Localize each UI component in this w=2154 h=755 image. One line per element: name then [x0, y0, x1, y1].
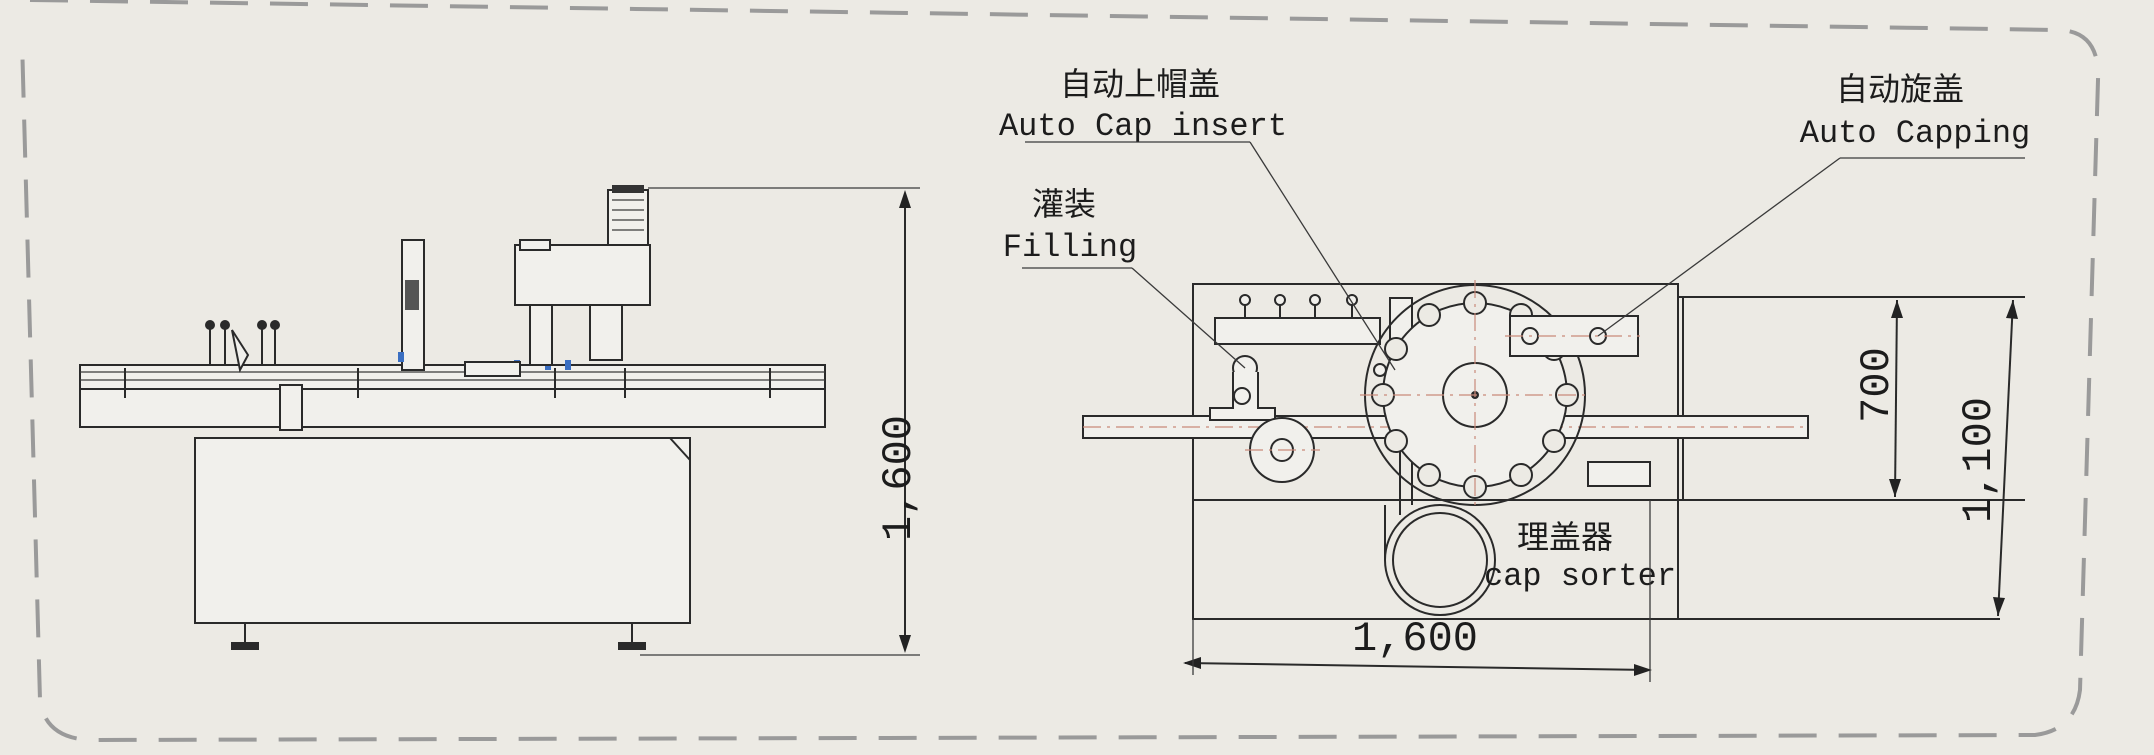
total-height-dimension: 1,100: [1955, 299, 2018, 617]
capping-head: [514, 244, 651, 306]
capping-label-en: Auto Capping: [1800, 115, 2030, 152]
side-bottles: [205, 320, 280, 373]
infeed-star-wheel: [1245, 417, 1320, 483]
filling-label-cn: 灌装: [1032, 185, 1096, 223]
cap-sorter-bowl: [1384, 504, 1496, 616]
capping-label-cn: 自动旋盖: [1836, 70, 1964, 108]
side-conveyor-frame: [79, 388, 826, 428]
dashed-frame: [20, 0, 2101, 743]
side-machine-body: [194, 437, 691, 624]
inner-height-dimension: 700: [1853, 299, 1903, 498]
side-feet: [231, 623, 646, 650]
top-machine-outline: [1192, 283, 1679, 620]
top-view: 自动上帽盖 Auto Cap insert 自动旋盖 Auto Capping …: [999, 65, 2030, 682]
filling-label-en: Filling: [1003, 229, 1137, 266]
sorter-label-cn: 理盖器: [1517, 518, 1613, 556]
inner-height-label: 700: [1853, 347, 1901, 423]
side-height-label: 1,600: [875, 415, 923, 541]
side-view: 1,600: [79, 185, 923, 656]
top-length-label: 1,600: [1352, 615, 1478, 663]
cap-insert-label-en: Auto Cap insert: [999, 108, 1287, 145]
total-height-label: 1,100: [1955, 397, 2003, 523]
capping-plate: [1505, 315, 1640, 357]
side-height-dimension: 1,600: [640, 187, 923, 656]
side-conveyor-rail: [79, 364, 826, 390]
top-length-dimension: 1,600: [1183, 500, 1652, 682]
sorter-label-en: cap sorter: [1484, 558, 1676, 595]
cap-insert-label-cn: 自动上帽盖: [1060, 65, 1220, 103]
bottle-rack: [1214, 317, 1381, 345]
